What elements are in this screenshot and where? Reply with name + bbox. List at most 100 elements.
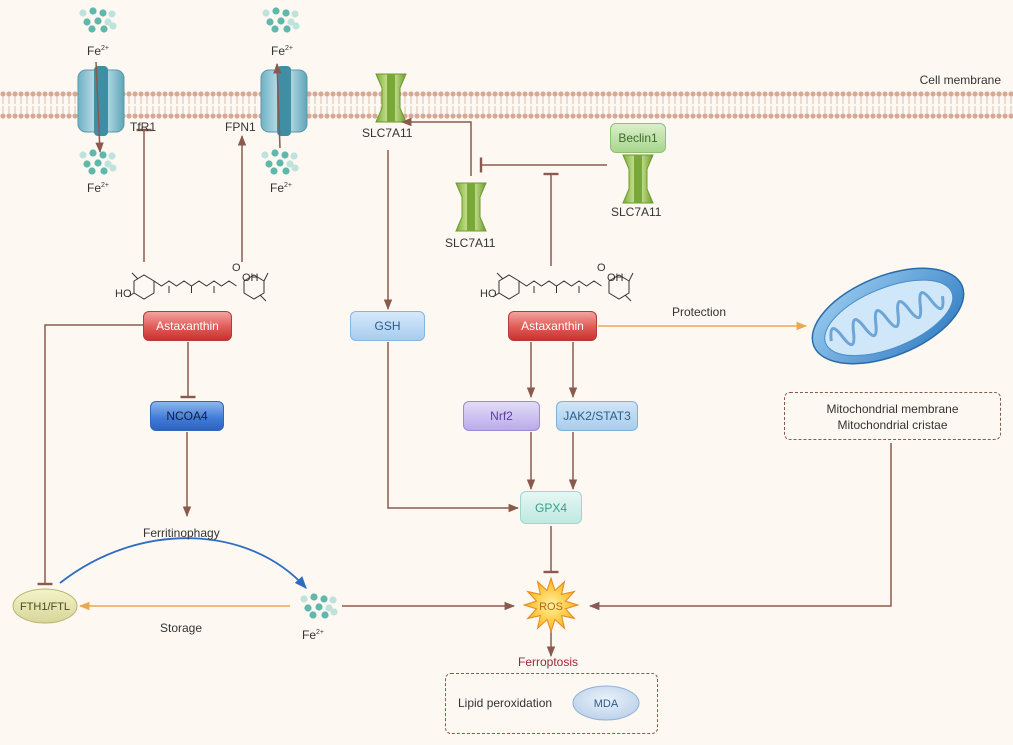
fe-label-top-right: Fe2+ bbox=[271, 44, 293, 58]
fe-ion-dot bbox=[292, 22, 300, 30]
fe-ion-dot bbox=[271, 149, 279, 157]
lipid-peroxidation-label: Lipid peroxidation bbox=[458, 696, 553, 710]
mda-label: MDA bbox=[594, 698, 619, 710]
fe-ion-dot bbox=[320, 595, 328, 603]
fpn1-label: FPN1 bbox=[225, 120, 256, 134]
slc7a11-upregulation bbox=[400, 117, 472, 176]
storage-label: Storage bbox=[160, 621, 203, 635]
fth1-ftl-label: FTH1/FTL bbox=[20, 601, 70, 613]
tfr1-channel bbox=[77, 66, 125, 136]
fth1-ftl-node bbox=[12, 588, 78, 624]
ferritinophagy-label: Ferritinophagy bbox=[143, 526, 220, 540]
oh-label-left: OH bbox=[242, 272, 259, 284]
astaxanthin-structure-right bbox=[492, 272, 634, 302]
astaxanthin-box-right: Astaxanthin bbox=[508, 311, 597, 341]
mito-membrane-label: Mitochondrial membrane bbox=[826, 402, 959, 416]
ho-label-left: HO bbox=[115, 288, 132, 300]
fe-ion-dot bbox=[272, 7, 280, 15]
fe-label-top-left: Fe2+ bbox=[87, 44, 109, 58]
fe-ion-dot bbox=[108, 152, 116, 160]
fe-ion-dot bbox=[83, 160, 91, 168]
astaxanthin-box-left: Astaxanthin bbox=[143, 311, 232, 341]
fe-ion-dot bbox=[281, 151, 289, 159]
fe-ion-dot bbox=[109, 164, 117, 172]
fe-ion-dot bbox=[79, 9, 87, 17]
lipid-peroxidation-box bbox=[445, 673, 658, 734]
fe-ion-dot bbox=[94, 159, 102, 167]
slc7a11-beclin-channel bbox=[622, 154, 654, 204]
fe-ion-dot bbox=[325, 604, 333, 612]
fe-ion-dot bbox=[300, 595, 308, 603]
fe-ion-dot bbox=[283, 25, 291, 33]
ax-inhibits-fth1 bbox=[37, 324, 143, 586]
fe-ion-dot bbox=[282, 167, 290, 175]
fe-ion-dot bbox=[266, 18, 274, 26]
fe-ion-dot bbox=[89, 149, 97, 157]
fe-ion-dot bbox=[99, 151, 107, 159]
fe-ion-dot bbox=[290, 152, 298, 160]
fe-ion-dot bbox=[270, 167, 278, 175]
fe-ion-dot bbox=[104, 160, 112, 168]
slc7a11-inner-channel bbox=[455, 182, 487, 232]
fe-ion-dot bbox=[89, 7, 97, 15]
nrf2-box: Nrf2 bbox=[463, 401, 540, 431]
ferroptosis-label: Ferroptosis bbox=[518, 655, 579, 669]
fe-ion-dot bbox=[271, 25, 279, 33]
slc7a11-inner-label: SLC7A11 bbox=[445, 236, 496, 250]
fe-ion-dot bbox=[265, 160, 273, 168]
fe-ion-dot bbox=[108, 10, 116, 18]
gsh-box: GSH bbox=[350, 311, 425, 341]
fe-ion-dot bbox=[321, 611, 329, 619]
astaxanthin-structure-left bbox=[127, 272, 269, 302]
o-label-left: O bbox=[232, 262, 241, 274]
slc7a11-membrane-label: SLC7A11 bbox=[362, 126, 413, 140]
cell-membrane bbox=[0, 90, 1013, 120]
fe-ion-dot bbox=[282, 9, 290, 17]
fe-ion-dot bbox=[329, 596, 337, 604]
tfr1-label: TfR1 bbox=[130, 120, 157, 134]
mito-info-box bbox=[784, 392, 1001, 440]
fe-ion-dot bbox=[109, 22, 117, 30]
fe-ion-dot bbox=[83, 18, 91, 26]
mda-node bbox=[572, 685, 640, 721]
fe-ion-clusters bbox=[79, 7, 338, 619]
fe-ion-dot bbox=[79, 151, 87, 159]
fpn1-channel bbox=[260, 66, 308, 136]
fe-ion-dot bbox=[309, 611, 317, 619]
fe-ion-dot bbox=[277, 17, 285, 25]
oh-label-right: OH bbox=[607, 272, 624, 284]
fe-label-bottom-right: Fe2+ bbox=[270, 181, 292, 195]
fe-import-arrow bbox=[95, 61, 104, 154]
fe-ion-dot bbox=[291, 10, 299, 18]
ros-star bbox=[522, 576, 580, 634]
fe-ion-dot bbox=[261, 151, 269, 159]
fe-export-arrow bbox=[273, 62, 282, 149]
ros-label: ROS bbox=[539, 601, 563, 613]
beclin1-box: Beclin1 bbox=[610, 123, 666, 153]
slc7a11-beclin-label: SLC7A11 bbox=[611, 205, 662, 219]
fe-ion-dot bbox=[88, 167, 96, 175]
ncoa4-box: NCOA4 bbox=[150, 401, 224, 431]
gpx4-box: GPX4 bbox=[520, 491, 582, 524]
fe-ion-dot bbox=[330, 608, 338, 616]
fe-ion-dot bbox=[276, 159, 284, 167]
fe-ion-dot bbox=[291, 164, 299, 172]
jak2-stat3-box: JAK2/STAT3 bbox=[556, 401, 638, 431]
protection-label: Protection bbox=[672, 305, 727, 319]
fe-ion-dot bbox=[262, 9, 270, 17]
fe-ion-dot bbox=[287, 18, 295, 26]
fe-ion-dot bbox=[304, 604, 312, 612]
fe-ion-dot bbox=[94, 17, 102, 25]
cell-membrane-label: Cell membrane bbox=[920, 73, 1002, 87]
fe-ion-dot bbox=[104, 18, 112, 26]
fe-ion-dot bbox=[100, 25, 108, 33]
fe-ion-dot bbox=[286, 160, 294, 168]
mitochondrion bbox=[811, 267, 965, 365]
mito-cristae-label: Mitochondrial cristae bbox=[837, 418, 948, 432]
o-label-right: O bbox=[597, 262, 606, 274]
ferritinophagy-arrow bbox=[59, 537, 307, 589]
fe-ion-dot bbox=[99, 9, 107, 17]
fe-label-pool: Fe2+ bbox=[302, 628, 324, 642]
gsh-to-gpx4 bbox=[387, 342, 520, 513]
